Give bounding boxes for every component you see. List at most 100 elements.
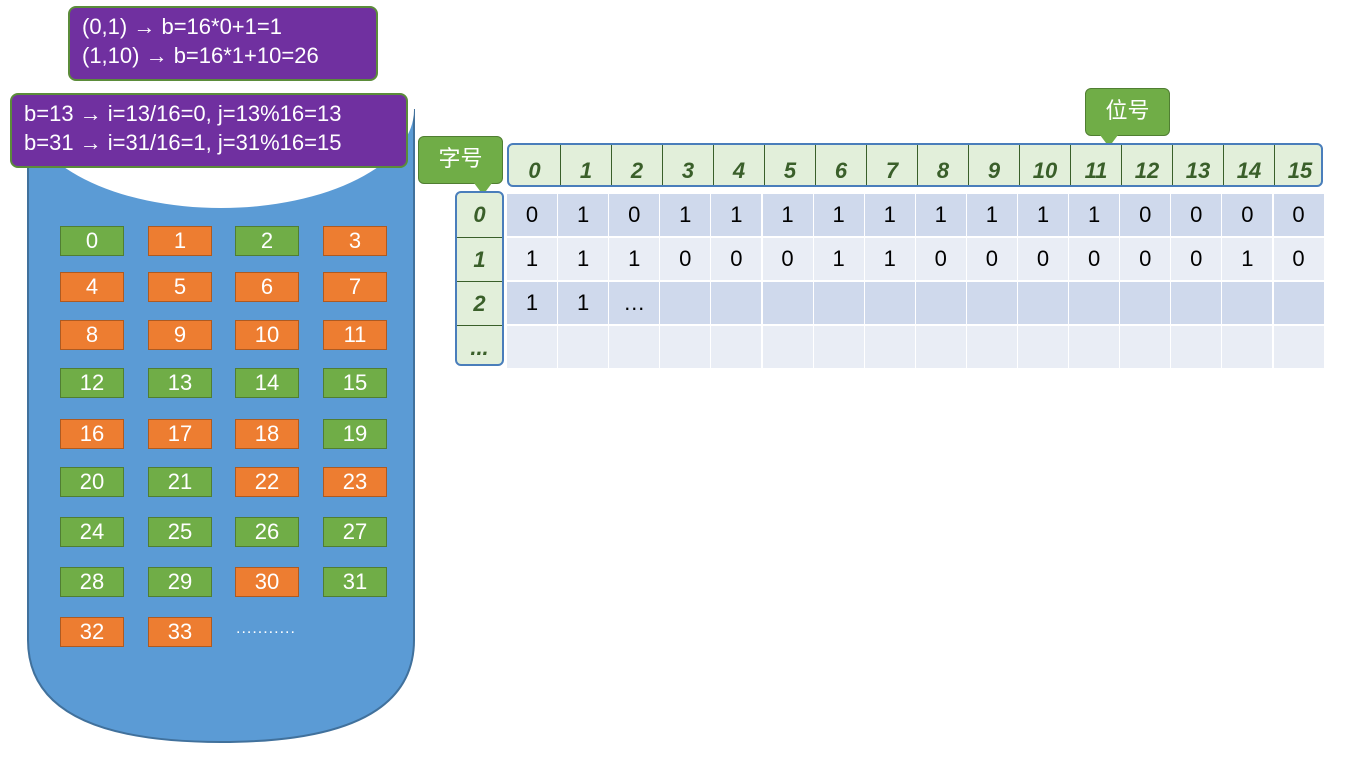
bit-cell <box>1069 282 1120 324</box>
bit-cell <box>507 326 557 368</box>
bit-cell <box>1018 282 1068 324</box>
bit-header-13: 13 <box>1172 145 1223 185</box>
bit-cell <box>1171 282 1222 324</box>
bit-cell: 1 <box>966 194 1017 236</box>
bit-cell: 0 <box>1171 238 1222 280</box>
bit-cell <box>864 326 915 368</box>
bit-number-tag: 位号 <box>1085 88 1170 147</box>
word-header-0: 0 <box>473 202 486 227</box>
bit-cell <box>1171 326 1222 368</box>
bit-cell: 0 <box>762 238 813 280</box>
bit-cell <box>711 282 762 324</box>
disk-block-30: 30 <box>235 567 299 597</box>
bit-header-14: 14 <box>1223 145 1274 185</box>
bit-cell <box>762 282 813 324</box>
bit-cell <box>660 326 711 368</box>
bit-header-5: 5 <box>764 145 815 185</box>
bit-cell: 1 <box>507 238 557 280</box>
disk-block-13: 13 <box>148 368 212 398</box>
bit-cell: 0 <box>507 194 557 236</box>
bit-cell <box>966 282 1017 324</box>
word-number-label: 字号 <box>438 147 483 172</box>
block-ellipsis: ........... <box>236 620 296 637</box>
bit-cell <box>762 326 813 368</box>
formula-line: b=31 → i=31/16=1, j=31%16=15 <box>24 130 342 155</box>
bit-cell <box>1069 326 1120 368</box>
disk-block-15: 15 <box>323 368 387 398</box>
bit-cell: 0 <box>1069 238 1120 280</box>
bit-header-11: 11 <box>1070 145 1121 185</box>
disk-block-32: 32 <box>60 617 124 647</box>
bit-header-6: 6 <box>815 145 866 185</box>
bit-cell: 0 <box>1171 194 1222 236</box>
bit-header-2: 2 <box>611 145 662 185</box>
bit-cell: 0 <box>1222 194 1273 236</box>
word-header-1: 1 <box>457 237 502 281</box>
word-number-tag: 字号 <box>418 136 503 195</box>
bit-cell: 1 <box>864 194 915 236</box>
bit-cell: 1 <box>1222 238 1273 280</box>
word-header-3: ... <box>457 325 502 369</box>
bit-cell: 1 <box>915 194 966 236</box>
bit-header-10: 10 <box>1019 145 1070 185</box>
bit-cell: 0 <box>609 194 660 236</box>
bit-cell: 1 <box>813 194 864 236</box>
bit-cell: 1 <box>711 194 762 236</box>
bit-header-1: 1 <box>560 145 611 185</box>
disk-block-24: 24 <box>60 517 124 547</box>
bit-cell: 0 <box>966 238 1017 280</box>
disk-block-20: 20 <box>60 467 124 497</box>
bit-cell: 1 <box>660 194 711 236</box>
bit-cell: 1 <box>864 238 915 280</box>
bit-header-0: 0 <box>528 158 541 183</box>
disk-block-26: 26 <box>235 517 299 547</box>
bit-cell: 1 <box>558 238 609 280</box>
disk-block-14: 14 <box>235 368 299 398</box>
bit-cell: 0 <box>1120 194 1171 236</box>
bit-cell: 1 <box>813 238 864 280</box>
disk-block-23: 23 <box>323 467 387 497</box>
bit-cell: 1 <box>558 194 609 236</box>
bit-header-8: 8 <box>917 145 968 185</box>
disk-block-17: 17 <box>148 419 212 449</box>
bit-cell <box>660 282 711 324</box>
disk-block-5: 5 <box>148 272 212 302</box>
bit-cell: 1 <box>1069 194 1120 236</box>
bit-cell <box>1018 326 1068 368</box>
bit-header-7: 7 <box>866 145 917 185</box>
bit-cell: 0 <box>1273 194 1324 236</box>
bit-cell <box>1273 326 1324 368</box>
bit-header-15: 15 <box>1274 145 1321 185</box>
disk-block-10: 10 <box>235 320 299 350</box>
bit-cell: 1 <box>609 238 660 280</box>
bit-header-9: 9 <box>968 145 1019 185</box>
word-header-2: 2 <box>457 281 502 325</box>
bit-cell <box>1222 282 1273 324</box>
bit-cell <box>1120 326 1171 368</box>
disk-block-29: 29 <box>148 567 212 597</box>
formula-callout-top: (0,1) → b=16*0+1=1 (1,10) → b=16*1+10=26 <box>68 6 378 81</box>
bit-cell: 0 <box>1018 238 1068 280</box>
bit-cell: … <box>609 282 660 324</box>
disk-block-28: 28 <box>60 567 124 597</box>
disk-block-16: 16 <box>60 419 124 449</box>
disk-block-27: 27 <box>323 517 387 547</box>
disk-block-31: 31 <box>323 567 387 597</box>
bit-cell: 1 <box>1018 194 1068 236</box>
bit-cell <box>966 326 1017 368</box>
bit-cell <box>813 282 864 324</box>
bit-cell: 1 <box>558 282 609 324</box>
formula-line: (1,10) → b=16*1+10=26 <box>82 43 319 68</box>
bit-cell <box>864 282 915 324</box>
disk-block-9: 9 <box>148 320 212 350</box>
disk-block-3: 3 <box>323 226 387 256</box>
bit-cell: 0 <box>1273 238 1324 280</box>
disk-block-0: 0 <box>60 226 124 256</box>
bit-cell: 0 <box>711 238 762 280</box>
bit-cell <box>711 326 762 368</box>
disk-block-18: 18 <box>235 419 299 449</box>
bit-number-label: 位号 <box>1105 99 1150 124</box>
bit-cell: 0 <box>915 238 966 280</box>
